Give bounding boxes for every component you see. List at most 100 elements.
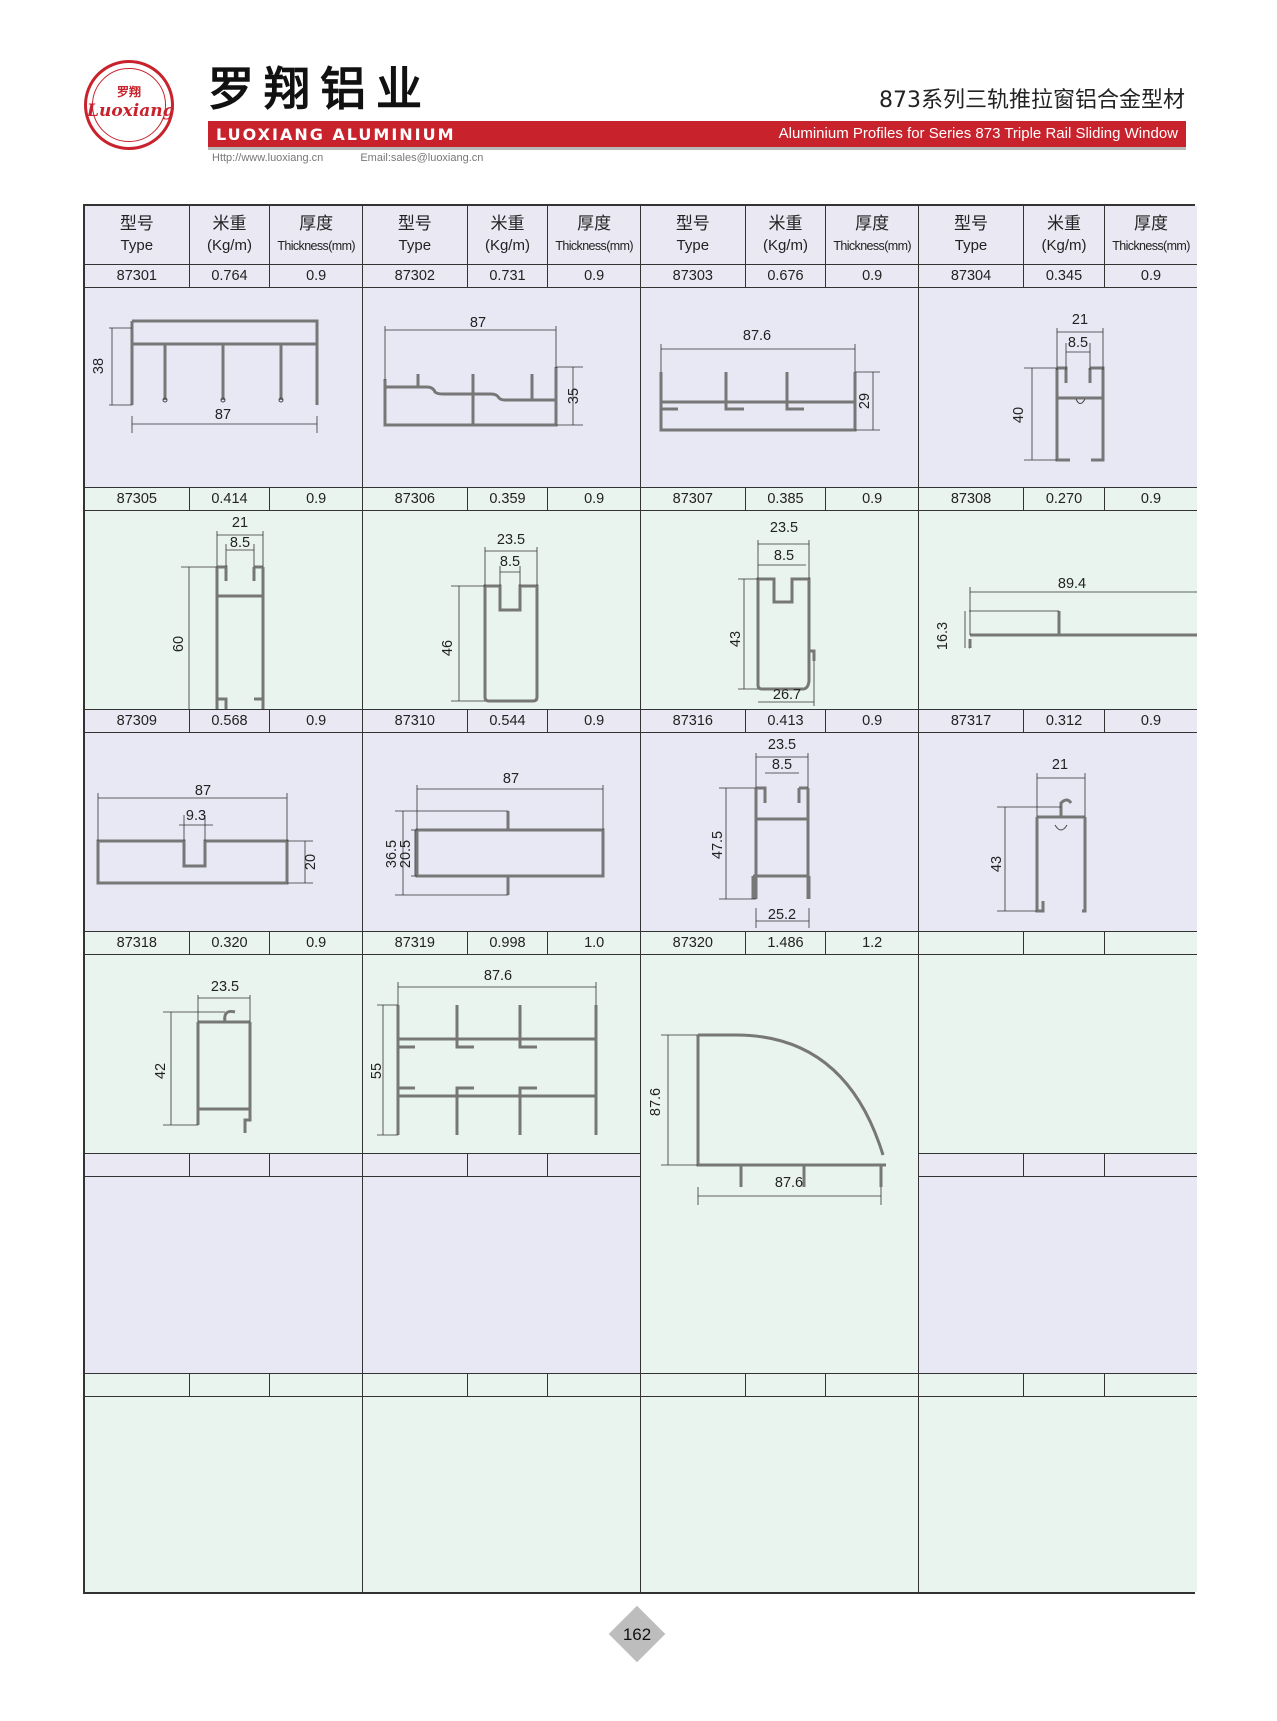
svg-text:8.5: 8.5 [1068, 335, 1088, 351]
svg-text:46: 46 [440, 640, 456, 656]
profile-cross-section-icon: 23.58.546 [440, 532, 539, 703]
header-thickness-cn: 厚度 [577, 214, 612, 234]
drawing-area [363, 733, 640, 931]
product-spec-row [919, 1153, 1197, 1177]
svg-text:8.5: 8.5 [772, 757, 792, 773]
svg-text:9.3: 9.3 [186, 808, 206, 824]
header-weight: 米重 (Kg/m) [1024, 206, 1105, 264]
svg-text:47.5: 47.5 [710, 831, 726, 859]
product-type [919, 1374, 1024, 1396]
product-type [363, 1374, 468, 1396]
product-spec-row: 87319 0.998 1.0 [363, 931, 640, 955]
svg-text:8.5: 8.5 [500, 554, 520, 570]
product-thickness: 0.9 [306, 268, 327, 284]
svg-text:87.6: 87.6 [484, 968, 512, 984]
product-weight: 0.731 [468, 265, 549, 287]
email-link[interactable]: Email:sales@luoxiang.cn [360, 152, 484, 164]
drawing-area [919, 1397, 1197, 1592]
product-type: 87301 [85, 265, 190, 287]
svg-text:23.5: 23.5 [768, 737, 796, 753]
product-type: 87305 [85, 488, 190, 510]
svg-text:89.4: 89.4 [1058, 576, 1086, 592]
product-thickness [1105, 932, 1197, 954]
product-type: 87318 [85, 932, 190, 954]
svg-text:87: 87 [503, 771, 519, 787]
header-thickness-cn: 厚度 [1134, 214, 1168, 234]
svg-text:25.2: 25.2 [768, 907, 796, 923]
product-spec-row: 87304 0.345 0.9 [919, 264, 1197, 288]
product-thickness [1105, 1154, 1197, 1176]
product-thickness: 0.9 [862, 268, 883, 284]
header-weight-cn: 米重 [768, 214, 803, 234]
product-spec-row: 87301 0.764 0.9 [85, 264, 362, 288]
svg-text:16.3: 16.3 [935, 622, 951, 650]
product-spec-row [641, 1373, 918, 1397]
brand-banner: LUOXIANG ALUMINIUM Aluminium Profiles fo… [208, 121, 1186, 147]
product-thickness: 0.9 [1140, 713, 1162, 729]
product-thickness [548, 1374, 640, 1396]
drawing-area [919, 511, 1197, 709]
product-type: 87306 [363, 488, 468, 510]
header-weight-en: (Kg/m) [1041, 237, 1087, 254]
product-spec-row [919, 931, 1197, 955]
product-thickness: 0.9 [584, 491, 605, 507]
product-type: 87316 [641, 710, 746, 732]
product-weight [190, 1374, 271, 1396]
product-weight: 0.385 [746, 488, 827, 510]
product-weight [1024, 1374, 1105, 1396]
header-thickness-en: Thickness(mm) [277, 239, 355, 253]
product-weight: 0.320 [190, 932, 271, 954]
product-type: 87308 [919, 488, 1024, 510]
svg-text:20.5: 20.5 [398, 840, 414, 868]
svg-text:43: 43 [989, 856, 1005, 872]
product-weight: 0.359 [468, 488, 549, 510]
product-thickness: 0.9 [1140, 268, 1162, 284]
header-type-cn: 型号 [397, 214, 432, 234]
product-spec-row: 87303 0.676 0.9 [641, 264, 918, 288]
profile-cross-section-icon: 23.5 8.5 47.5 25.2 [710, 737, 811, 928]
profile-cross-section-icon: 218.560 [171, 515, 265, 709]
product-type: 87319 [363, 932, 468, 954]
website-link[interactable]: Http://www.luoxiang.cn [212, 152, 324, 164]
page-number: 162 [622, 1625, 652, 1644]
product-spec-row [363, 1153, 640, 1177]
header-type-cn: 型号 [675, 214, 710, 234]
product-thickness: 0.9 [862, 713, 883, 729]
product-weight: 0.413 [746, 710, 827, 732]
product-thickness: 0.9 [306, 713, 327, 729]
product-spec-row: 87320 1.486 1.2 [641, 931, 918, 955]
svg-text:29: 29 [857, 393, 873, 409]
profile-cross-section-icon: 879.320 [96, 783, 319, 885]
product-type [641, 1374, 746, 1396]
product-spec-row: 87318 0.320 0.9 [85, 931, 362, 955]
header-weight-cn: 米重 [1047, 214, 1081, 234]
svg-text:43: 43 [728, 631, 744, 647]
header-weight-en: (Kg/m) [484, 237, 530, 254]
header-thickness-cn: 厚度 [299, 214, 334, 234]
product-weight: 0.998 [468, 932, 549, 954]
product-spec-row [85, 1153, 362, 1177]
header-weight-cn: 米重 [490, 214, 525, 234]
profile-cross-section-icon: 218.540 [1011, 312, 1105, 462]
logo-script-text: Luoxiang [87, 101, 175, 121]
product-weight [468, 1374, 549, 1396]
profile-drawing-87316: 23.5 8.5 47.5 25.2 [641, 733, 918, 931]
drawing-area [85, 955, 362, 1153]
product-thickness: 0.9 [862, 491, 883, 507]
series-title-en: Aluminium Profiles for Series 873 Triple… [778, 125, 1178, 142]
header-weight-cn: 米重 [212, 214, 247, 234]
